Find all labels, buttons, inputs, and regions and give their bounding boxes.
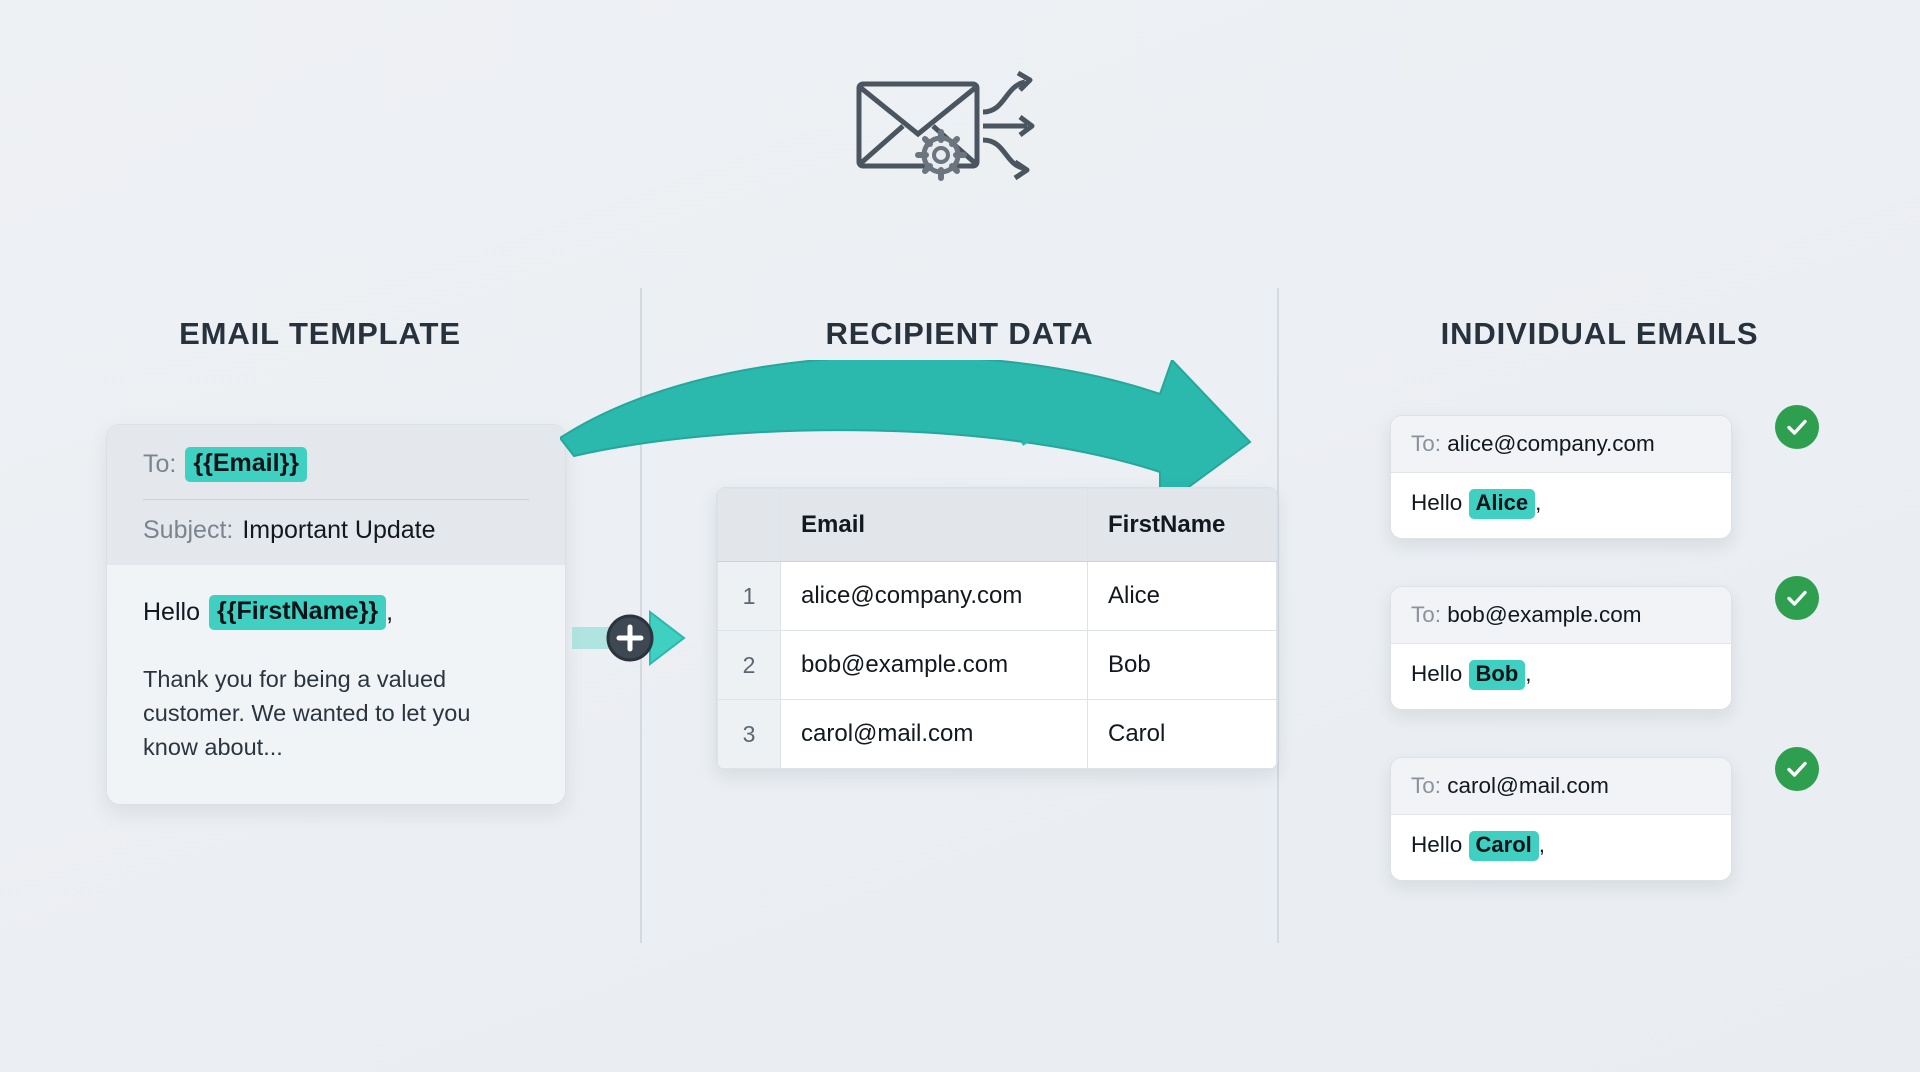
merge-connector[interactable]	[572, 608, 702, 668]
email-card-greeting-suffix: ,	[1538, 832, 1546, 857]
email-card-body: Hello Alice,	[1391, 473, 1731, 538]
email-card-greeting-suffix: ,	[1525, 661, 1532, 686]
email-card-body: Hello Carol,	[1391, 815, 1731, 880]
table-cell-firstname[interactable]: Carol	[1087, 699, 1277, 769]
email-card-header: To: alice@company.com	[1391, 416, 1731, 473]
email-card-greeting-suffix: ,	[1535, 490, 1542, 515]
template-divider	[143, 499, 529, 500]
column-divider-right	[1277, 288, 1279, 943]
individual-email-card[interactable]: To: alice@company.com Hello Alice,	[1390, 415, 1732, 539]
template-to-token[interactable]: {{Email}}	[185, 447, 307, 482]
email-card-header: To: bob@example.com	[1391, 587, 1731, 644]
table-header-firstname: FirstName	[1087, 488, 1277, 562]
email-card-to-label: To:	[1411, 602, 1442, 627]
template-firstname-token[interactable]: {{FirstName}}	[208, 595, 387, 630]
email-card-greeting-prefix: Hello	[1411, 661, 1469, 686]
email-card-header: To: carol@mail.com	[1391, 758, 1731, 815]
template-body: Hello {{FirstName}} , Thank you for bein…	[107, 565, 565, 805]
table-cell-email[interactable]: alice@company.com	[780, 561, 1088, 631]
email-card-greeting-prefix: Hello	[1411, 490, 1469, 515]
email-card-to-value: alice@company.com	[1447, 431, 1655, 456]
table-header-index	[717, 488, 781, 562]
email-card-name: Alice	[1468, 489, 1536, 519]
check-circle-icon	[1775, 747, 1819, 791]
template-subject-label: Subject:	[143, 516, 234, 544]
table-cell-index: 1	[717, 561, 781, 631]
table-cell-index: 3	[717, 699, 781, 769]
table-cell-email[interactable]: bob@example.com	[780, 630, 1088, 700]
template-subject-row: Subject: Important Update	[143, 516, 529, 545]
table-cell-email[interactable]: carol@mail.com	[780, 699, 1088, 769]
heading-individual-emails: INDIVIDUAL EMAILS	[1440, 316, 1759, 351]
individual-email-card[interactable]: To: bob@example.com Hello Bob,	[1390, 586, 1732, 710]
check-circle-icon	[1775, 405, 1819, 449]
template-header: To: {{Email}} Subject: Important Update	[107, 425, 565, 565]
template-subject-value: Important Update	[242, 516, 436, 544]
table-row[interactable]: 2 bob@example.com Bob	[717, 630, 1277, 700]
email-card-name: Bob	[1468, 660, 1526, 690]
template-greeting-row: Hello {{FirstName}} ,	[143, 595, 529, 630]
envelope-gear-arrows-icon	[855, 70, 1065, 185]
template-greeting-suffix: ,	[386, 598, 394, 626]
template-greeting-prefix: Hello	[143, 598, 200, 626]
email-card-to-label: To:	[1411, 431, 1442, 456]
table-header-row: Email FirstName	[717, 488, 1277, 562]
recipient-data-table[interactable]: Email FirstName 1 alice@company.com Alic…	[716, 487, 1278, 770]
table-cell-firstname[interactable]: Bob	[1087, 630, 1277, 700]
template-body-paragraph: Thank you for being a valued customer. W…	[143, 666, 471, 761]
email-template-card[interactable]: To: {{Email}} Subject: Important Update …	[106, 424, 566, 806]
email-card-to-value: bob@example.com	[1447, 602, 1642, 627]
email-card-greeting-prefix: Hello	[1411, 832, 1469, 857]
table-header-email: Email	[780, 488, 1088, 562]
template-to-row: To: {{Email}}	[143, 447, 529, 482]
template-to-label: To:	[143, 450, 177, 478]
check-circle-icon	[1775, 576, 1819, 620]
column-divider-left	[640, 288, 642, 943]
table-row[interactable]: 3 carol@mail.com Carol	[717, 699, 1277, 769]
heading-recipient-data: RECIPIENT DATA	[825, 316, 1094, 351]
email-card-name: Carol	[1468, 831, 1539, 861]
email-card-to-label: To:	[1411, 773, 1442, 798]
individual-email-card[interactable]: To: carol@mail.com Hello Carol,	[1390, 757, 1732, 881]
heading-email-template: EMAIL TEMPLATE	[179, 316, 461, 351]
table-cell-index: 2	[717, 630, 781, 700]
email-card-to-value: carol@mail.com	[1447, 773, 1609, 798]
table-cell-firstname[interactable]: Alice	[1087, 561, 1277, 631]
table-row[interactable]: 1 alice@company.com Alice	[717, 561, 1277, 631]
email-card-body: Hello Bob,	[1391, 644, 1731, 709]
